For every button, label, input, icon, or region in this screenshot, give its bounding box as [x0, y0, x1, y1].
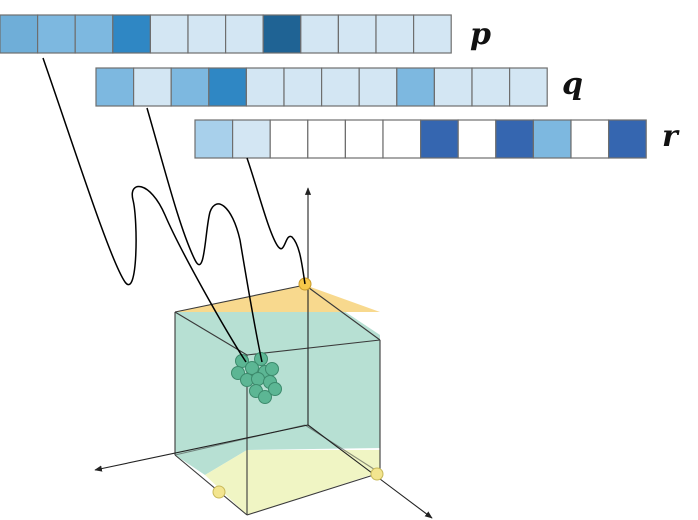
cluster-point — [245, 361, 259, 375]
bottom-face — [205, 450, 380, 515]
vector-r-cell — [344, 119, 384, 159]
label-r: r — [662, 119, 680, 154]
vector-p-cell — [74, 14, 114, 54]
vector-q-cell — [358, 67, 398, 107]
vector-q-cell — [170, 67, 210, 107]
axes — [94, 187, 433, 519]
vector-p-cell — [225, 14, 264, 54]
vector-r-cell — [269, 119, 309, 159]
vector-q-cell — [245, 67, 285, 107]
vector-r-cell — [495, 119, 534, 159]
vector-p-cell — [375, 14, 415, 54]
label-q: q — [562, 67, 583, 102]
vector-p-cell — [262, 14, 302, 54]
vector-q-cell — [433, 67, 473, 107]
vector-r-cell — [307, 119, 346, 159]
connecting-curves — [42, 57, 306, 363]
vector-p-cell — [300, 14, 339, 54]
vector-p-cell — [337, 14, 377, 54]
vector-r — [194, 119, 647, 159]
curve-r — [246, 157, 306, 285]
cluster-point — [251, 372, 265, 386]
vertex-point-left — [212, 485, 226, 499]
vector-q-cell — [283, 67, 323, 107]
curve-p — [42, 57, 247, 363]
vector-p-cell — [413, 14, 452, 54]
vector-p-cell — [149, 14, 189, 54]
vector-r-cell — [607, 119, 647, 159]
vector-q-cell — [208, 67, 248, 107]
vector-q-cell — [95, 67, 135, 107]
vector-q-cell — [396, 67, 435, 107]
vector-r-cell — [382, 119, 422, 159]
cluster-point — [265, 362, 279, 376]
vector-r-cell — [457, 119, 497, 159]
vector-p-cell — [36, 14, 76, 54]
vector-q-cell — [471, 67, 511, 107]
vector-p-cell — [0, 14, 39, 54]
vertex-point-right — [370, 467, 384, 481]
vector-r-cell — [570, 119, 610, 159]
curve-q — [146, 107, 263, 363]
vector-p-cell — [112, 14, 152, 54]
vector-p-cell — [187, 14, 227, 54]
cube — [94, 187, 433, 519]
vector-q-cell — [321, 67, 360, 107]
point-cluster — [231, 352, 282, 404]
cluster-point — [268, 382, 282, 396]
y-axis — [307, 424, 433, 519]
vector-r-cell — [232, 119, 271, 159]
vector-q-cell — [509, 67, 548, 107]
vector-r-cell — [532, 119, 572, 159]
vector-r-cell — [194, 119, 234, 159]
vector-q — [95, 67, 548, 107]
x-axis — [94, 424, 309, 472]
top-face — [175, 285, 380, 312]
label-p: p — [470, 17, 491, 52]
vector-r-cell — [420, 119, 459, 159]
simplex-face — [175, 285, 380, 475]
vector-q-cell — [133, 67, 172, 107]
vector-p — [0, 14, 452, 54]
cluster-point — [258, 390, 272, 404]
